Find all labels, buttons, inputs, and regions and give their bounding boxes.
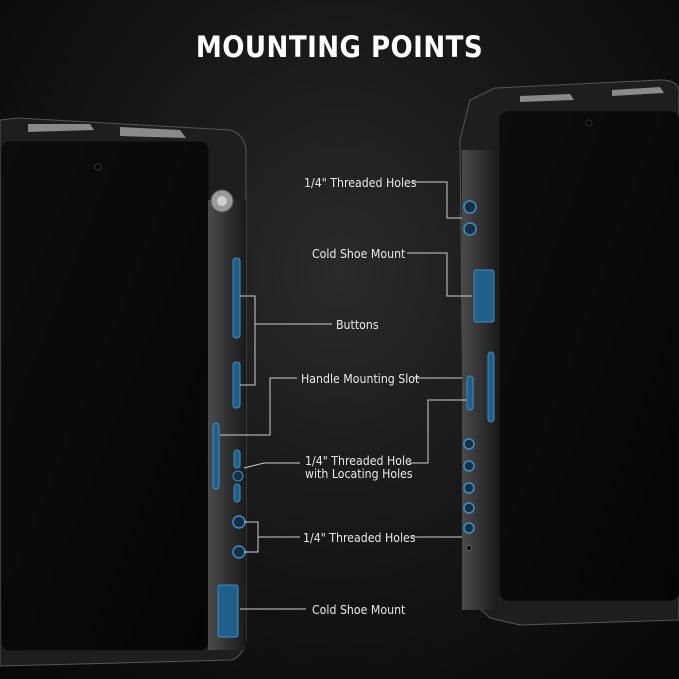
- callout-lines: [220, 181, 472, 610]
- left-handle-slot: [212, 422, 220, 490]
- left-button-1: [232, 257, 241, 339]
- label-cold-shoe-bottom: Cold Shoe Mount: [312, 602, 406, 617]
- right-phone-case: [459, 79, 679, 626]
- label-cold-shoe-top: Cold Shoe Mount: [312, 246, 406, 261]
- page-title: MOUNTING POINTS: [195, 30, 484, 64]
- left-button-2: [232, 361, 241, 409]
- label-handle-slot: Handle Mounting Slot: [301, 371, 420, 386]
- label-threaded-holes-top: 1/4" Threaded Holes: [304, 175, 417, 190]
- label-threaded-holes-bottom: 1/4" Threaded Holes: [303, 530, 416, 545]
- label-threaded-hole-locating-1: 1/4" Threaded Hole: [305, 453, 412, 468]
- right-cold-shoe: [473, 269, 495, 323]
- label-buttons: Buttons: [336, 317, 379, 332]
- left-phone-case: [0, 117, 247, 667]
- label-threaded-hole-locating-2: with Locating Holes: [305, 466, 413, 481]
- left-cold-shoe: [217, 584, 239, 638]
